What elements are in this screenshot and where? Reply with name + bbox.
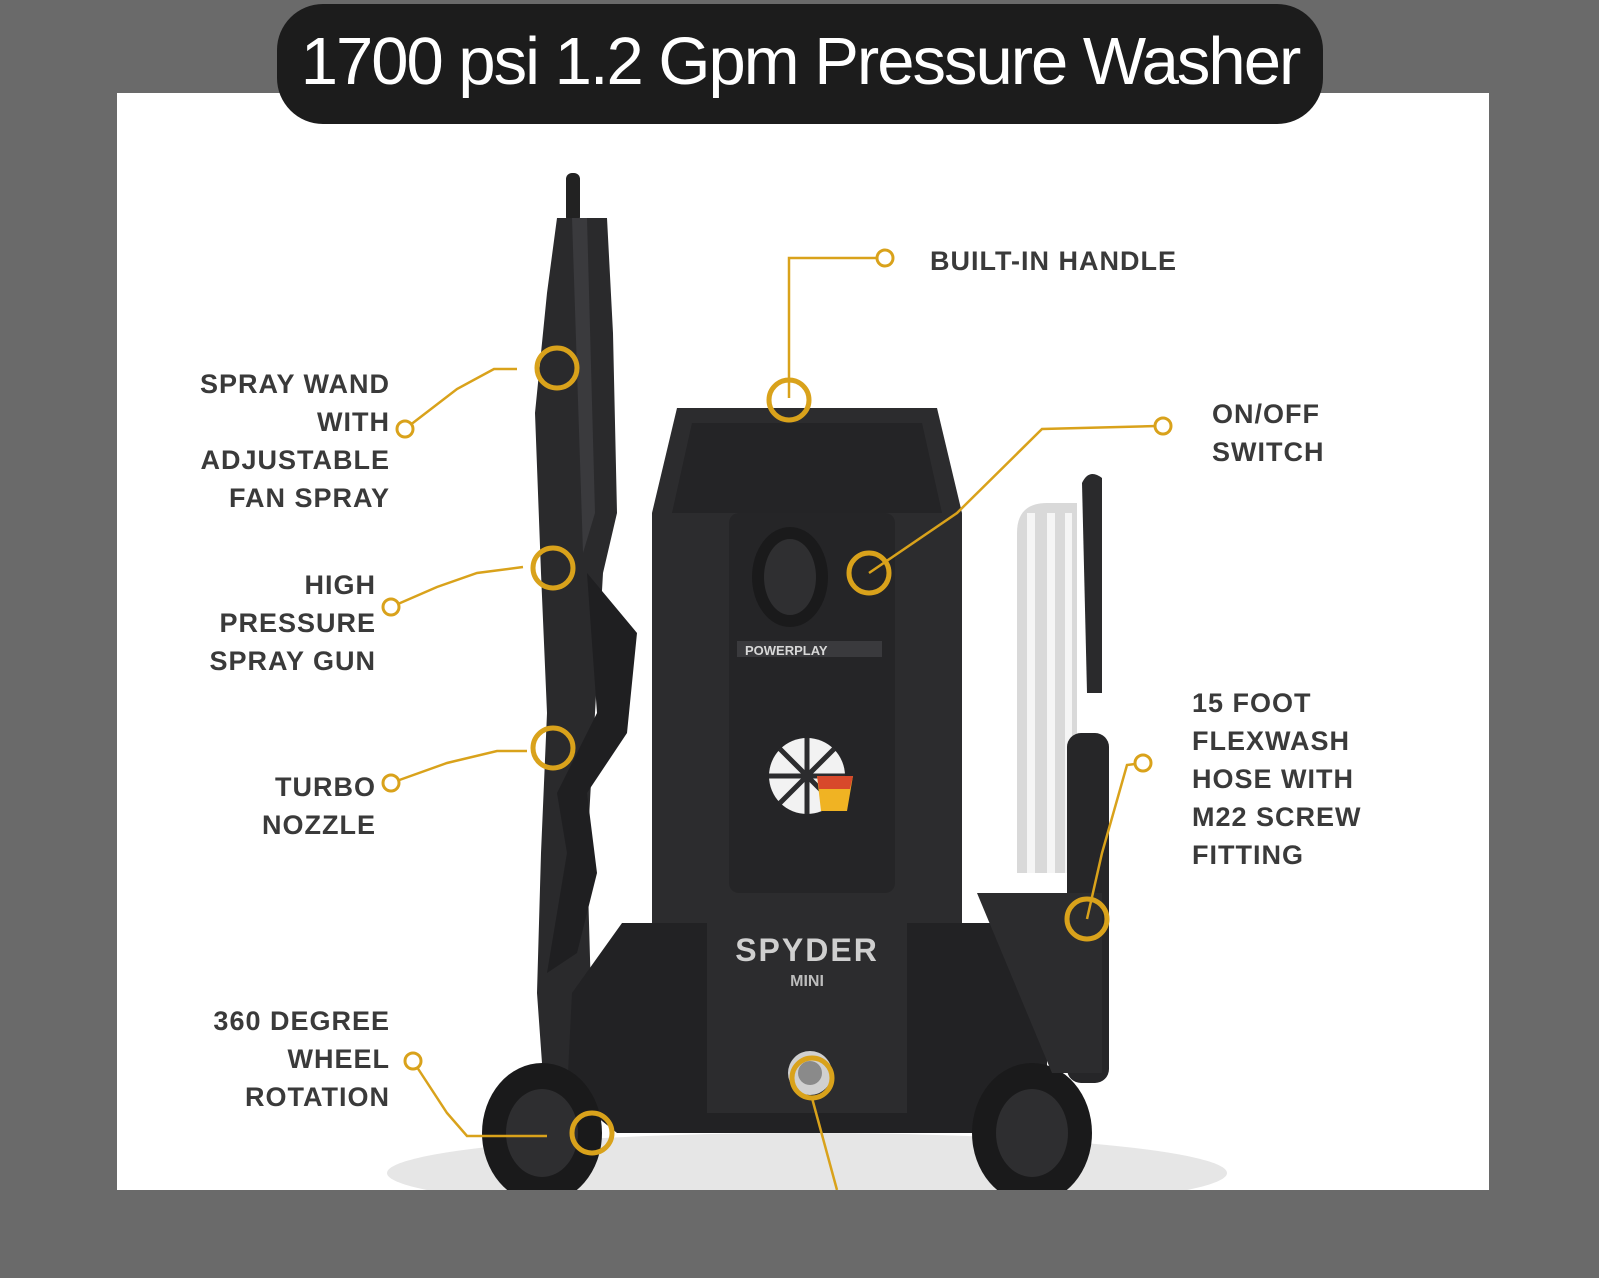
product-photo: POWERPLAY SPYDER MINI bbox=[117, 93, 1489, 1190]
ring-turbo-nozzle bbox=[530, 725, 576, 771]
model-sub-text: MINI bbox=[790, 973, 824, 990]
ring-wheel bbox=[569, 1110, 615, 1156]
ring-switch bbox=[846, 550, 892, 596]
pressure-washer-illustration: POWERPLAY SPYDER MINI bbox=[381, 173, 1227, 1190]
title-banner: 1700 psi 1.2 Gpm Pressure Washer bbox=[277, 4, 1323, 124]
ring-outlet bbox=[789, 1055, 835, 1101]
ring-spray-wand bbox=[534, 345, 580, 391]
ring-handle bbox=[766, 377, 812, 423]
callout-hose: 15 FOOT FLEXWASH HOSE WITH M22 SCREW FIT… bbox=[1192, 688, 1362, 870]
ring-hose bbox=[1064, 896, 1110, 942]
hose-graphic bbox=[977, 474, 1109, 1083]
brand-strip-text: POWERPLAY bbox=[745, 643, 828, 658]
callout-built-in-handle: BUILT-IN HANDLE bbox=[930, 246, 1177, 276]
page-title: 1700 psi 1.2 Gpm Pressure Washer bbox=[300, 23, 1302, 99]
callout-turbo-nozzle: TURBO NOZZLE bbox=[262, 772, 376, 840]
callout-spray-gun: HIGH PRESSURE SPRAY GUN bbox=[209, 570, 376, 676]
spray-wand-graphic bbox=[535, 173, 637, 1133]
model-name-text: SPYDER bbox=[735, 932, 879, 968]
callout-spray-wand: SPRAY WAND WITH ADJUSTABLE FAN SPRAY bbox=[199, 369, 390, 513]
callout-wheel-rotation: 360 DEGREE WHEEL ROTATION bbox=[213, 1006, 390, 1112]
ring-spray-gun bbox=[530, 545, 576, 591]
callout-dots bbox=[381, 248, 1173, 1071]
callout-rings bbox=[530, 345, 1110, 1156]
washer-body-graphic: POWERPLAY SPYDER MINI bbox=[482, 408, 1092, 1190]
callout-on-off-switch: ON/OFF SWITCH bbox=[1212, 399, 1325, 467]
